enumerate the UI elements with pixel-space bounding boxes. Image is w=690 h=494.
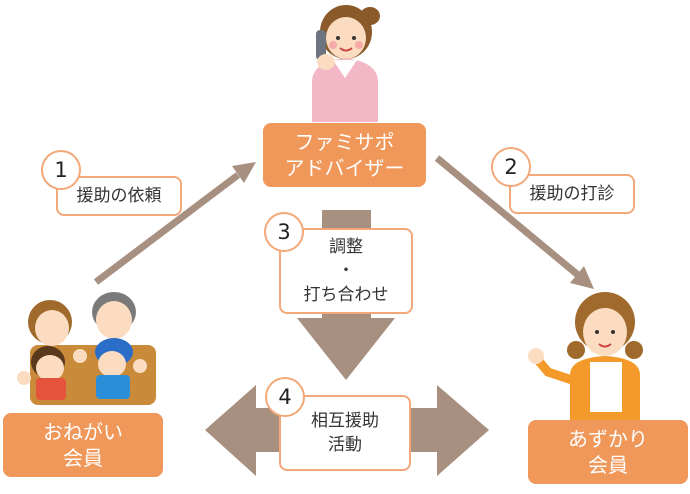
step1-text: 援助の依頼: [76, 186, 162, 206]
arrow-inquiry: [434, 155, 594, 289]
step4-number: 4: [265, 377, 305, 417]
step2-number: 2: [491, 147, 531, 187]
step3-line1: 調整: [329, 237, 363, 257]
advisor-illustration: [312, 5, 380, 122]
provider-line1: あずかり: [568, 427, 648, 451]
advisor-box: ファミサポ アドバイザー: [263, 123, 426, 187]
step2-text: 援助の打診: [529, 184, 615, 204]
family-illustration: [17, 292, 156, 405]
step4-label: 相互援助 活動: [279, 395, 411, 471]
provider-line2: 会員: [588, 453, 628, 477]
advisor-line2: アドバイザー: [284, 156, 405, 180]
requester-box: おねがい 会員: [3, 413, 163, 477]
requester-line2: 会員: [63, 446, 103, 470]
step4-line2: 活動: [328, 435, 362, 455]
step1-number: 1: [41, 150, 81, 190]
step1-label: 援助の依頼: [56, 176, 182, 216]
arrow-request: [93, 162, 256, 285]
step2-label: 援助の打診: [509, 174, 635, 214]
step3-label: 調整 ・ 打ち合わせ: [279, 228, 413, 314]
requester-line1: おねがい: [43, 420, 123, 444]
step3-line2: ・: [337, 261, 355, 281]
step4-line1: 相互援助: [311, 411, 379, 431]
provider-box: あずかり 会員: [528, 420, 688, 484]
provider-illustration: [528, 292, 643, 420]
advisor-line1: ファミサポ: [294, 130, 395, 154]
step3-number: 3: [264, 212, 304, 252]
step3-line3: 打ち合わせ: [303, 285, 389, 305]
